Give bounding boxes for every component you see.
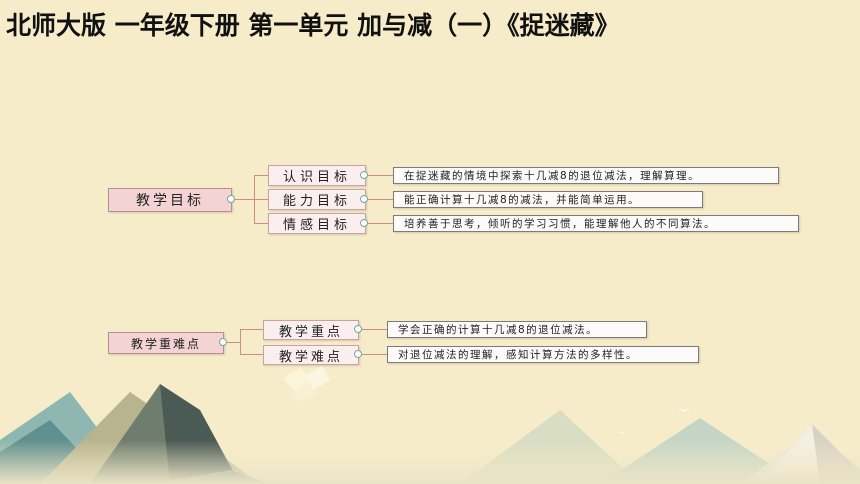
mindmap-root-label: 教学目标 xyxy=(136,193,204,209)
mindmap-detail-text: 学会正确的计算十几减8的退位减法。 xyxy=(398,324,599,336)
connector-line xyxy=(240,329,241,354)
mindmap-root-focus[interactable]: 教学重难点 xyxy=(108,332,224,354)
mindmap-detail-text: 能正确计算十几减8的减法，并能简单运用。 xyxy=(404,194,641,206)
mindmap-node-label: 认识目标 xyxy=(282,170,351,185)
mindmap-node-label: 情感目标 xyxy=(282,218,351,233)
connector-line xyxy=(367,223,393,224)
mindmap-node-key-point[interactable]: 教学重点 xyxy=(263,320,359,340)
haze-cubes xyxy=(282,366,330,402)
mindmap-node-label: 教学重点 xyxy=(278,324,343,340)
bird-icon xyxy=(618,432,626,434)
mindmap-node-emotion-goal[interactable]: 情感目标 xyxy=(268,213,366,234)
connector-line xyxy=(234,199,254,200)
connector-line xyxy=(361,329,387,330)
mindmap-root-label: 教学重难点 xyxy=(130,336,201,351)
connector-line xyxy=(367,199,393,200)
connector-line xyxy=(226,342,240,343)
mindmap-node-difficult-point[interactable]: 教学难点 xyxy=(263,345,359,365)
mindmap-detail-key-point[interactable]: 学会正确的计算十几减8的退位减法。 xyxy=(387,321,647,338)
mindmap-detail-ability[interactable]: 能正确计算十几减8的减法，并能简单运用。 xyxy=(393,191,703,208)
connector-line xyxy=(254,175,268,176)
connector-line xyxy=(240,329,263,330)
mindmap-node-cognitive-goal[interactable]: 认识目标 xyxy=(268,165,366,186)
mindmap-detail-text: 培养善于思考，倾听的学习习惯，能理解他人的不同算法。 xyxy=(404,218,716,230)
page-title: 北师大版 一年级下册 第一单元 加与减（一）《捉迷藏》 xyxy=(6,11,620,40)
mindmap-detail-emotion[interactable]: 培养善于思考，倾听的学习习惯，能理解他人的不同算法。 xyxy=(393,215,799,232)
mindmap-detail-difficult-point[interactable]: 对退位减法的理解，感知计算方法的多样性。 xyxy=(387,346,699,363)
connector-line xyxy=(361,354,387,355)
mindmap-root-goals[interactable]: 教学目标 xyxy=(108,188,232,212)
connector-line xyxy=(254,199,268,200)
mindmap-node-ability-goal[interactable]: 能力目标 xyxy=(268,189,366,210)
mindmap-detail-text: 在捉迷藏的情境中探索十几减8的退位减法，理解算理。 xyxy=(404,170,701,182)
connector-line xyxy=(240,354,263,355)
connector-line xyxy=(254,223,268,224)
mindmap-node-label: 能力目标 xyxy=(282,194,351,209)
bird-icon xyxy=(678,408,690,412)
mindmap-detail-text: 对退位减法的理解，感知计算方法的多样性。 xyxy=(398,349,638,361)
mindmap-detail-cognitive[interactable]: 在捉迷藏的情境中探索十几减8的退位减法，理解算理。 xyxy=(393,167,779,184)
mindmap-node-label: 教学难点 xyxy=(278,349,343,365)
connector-line xyxy=(367,175,393,176)
